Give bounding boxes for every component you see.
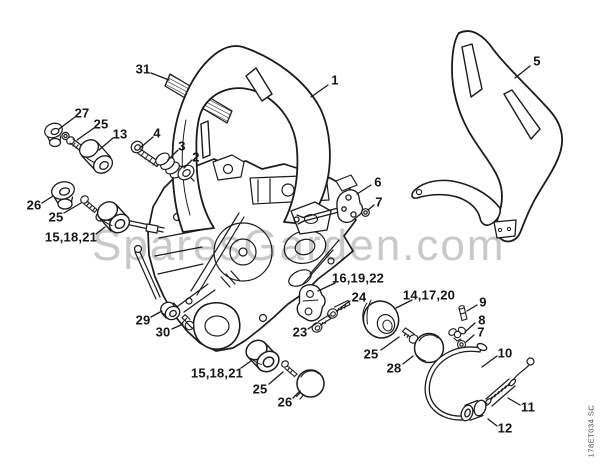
part-9-pin — [458, 305, 468, 322]
callout-12: 12 — [497, 420, 513, 436]
part-29-buffer — [160, 301, 181, 321]
callout-14-17-20: 14,17,20 — [402, 287, 456, 303]
callout-4: 4 — [153, 125, 161, 141]
callout-26-a: 26 — [26, 197, 42, 213]
leader-lines — [41, 65, 531, 427]
callout-7-a: 7 — [375, 194, 383, 210]
callout-30: 30 — [155, 324, 171, 340]
part-7-washer-a — [361, 208, 370, 217]
part-12-sleeve — [460, 399, 487, 422]
part-7-washer-b — [456, 339, 467, 350]
callout-3: 3 — [178, 138, 186, 154]
part-6-bracket — [293, 189, 364, 225]
part-2-washer — [177, 164, 195, 182]
part-13-buffer — [78, 139, 114, 174]
callout-15-18-21-a: 15,18,21 — [44, 229, 98, 245]
callout-2: 2 — [192, 149, 200, 165]
part-26-cap-lower — [295, 369, 325, 400]
part-25-screw-b — [80, 195, 98, 214]
part-30-screw — [181, 314, 195, 331]
part-8-clip — [448, 326, 467, 342]
part-5-hand-guard — [411, 30, 563, 243]
callout-6: 6 — [374, 174, 382, 190]
callout-25-c: 25 — [363, 346, 379, 362]
callout-23: 23 — [292, 324, 308, 340]
callout-5: 5 — [533, 53, 541, 69]
part-3-ribbed-plug — [155, 152, 185, 179]
callout-24: 24 — [351, 289, 367, 305]
part-15-18-21-buffer-upper — [96, 201, 131, 234]
part-15-18-21-buffer-lower — [245, 339, 280, 373]
callout-13: 13 — [112, 126, 128, 142]
callout-15-18-21-b: 15,18,21 — [190, 365, 244, 381]
callout-28: 28 — [386, 360, 402, 376]
callout-29: 29 — [135, 312, 151, 328]
part-4-screw — [130, 140, 161, 168]
callout-16-19-22: 16,19,22 — [331, 270, 385, 286]
callout-25-b: 25 — [48, 209, 64, 225]
callout-7-b: 7 — [477, 324, 485, 340]
callout-25-d: 25 — [252, 381, 268, 397]
drawing-code: 178ET034 SC — [586, 404, 596, 458]
callout-27: 27 — [74, 105, 90, 121]
part-26-grommet-upper — [51, 181, 75, 210]
callout-10: 10 — [497, 345, 513, 361]
part-1-front-handle — [171, 45, 332, 235]
callout-25-a: 25 — [93, 116, 109, 132]
callout-31: 31 — [135, 61, 151, 77]
part-25-screw-d — [281, 360, 298, 378]
callout-1: 1 — [331, 72, 339, 88]
part-11-spring — [483, 357, 535, 411]
part-16-19-22-plate — [296, 284, 326, 322]
callout-8: 8 — [478, 312, 486, 328]
callout-26-b: 26 — [277, 394, 293, 410]
part-28-cap — [413, 332, 445, 364]
part-14-17-20-buffer — [362, 299, 400, 339]
callout-11: 11 — [520, 399, 536, 415]
callout-9: 9 — [479, 294, 487, 310]
